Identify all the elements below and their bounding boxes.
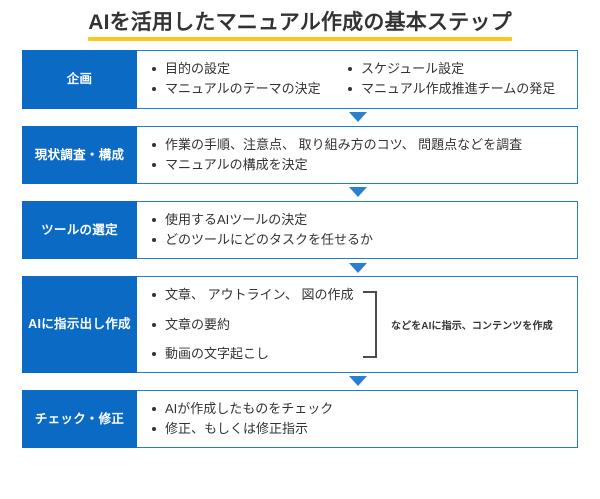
step-label-ai-instruction: AIに指示出し 作成	[22, 276, 137, 373]
list-item: AIが作成したものをチェック	[151, 399, 567, 419]
bracket-list-wrap: 文章、 アウトライン、 図の作成 文章の要約 動画の文字起こし	[151, 285, 361, 364]
list-item: 作業の手順、注意点、 取り組み方のコツ、 問題点などを調査	[151, 135, 567, 155]
flow-step-research: 現状調査・構成 作業の手順、注意点、 取り組み方のコツ、 問題点などを調査 マニ…	[22, 125, 578, 184]
connector-zone	[137, 376, 578, 387]
triangle-down-icon	[348, 112, 367, 123]
triangle-down-icon	[348, 376, 367, 387]
step-body-check-revise: AIが作成したものをチェック 修正、もしくは修正指示	[137, 389, 578, 448]
list-item: 目的の設定	[151, 59, 347, 79]
process-flow-diagram: 企画 目的の設定 マニュアルのテーマの決定 スケジュール設定 マニュアル作成推進…	[22, 50, 578, 448]
bullet-list: AIが作成したものをチェック 修正、もしくは修正指示	[151, 399, 567, 439]
step-body-planning: 目的の設定 マニュアルのテーマの決定 スケジュール設定 マニュアル作成推進チーム…	[137, 50, 578, 109]
step-body-research: 作業の手順、注意点、 取り組み方のコツ、 問題点などを調査 マニュアルの構成を決…	[137, 125, 578, 184]
flow-connector-4	[22, 373, 578, 390]
bracket-annotation: などをAIに指示、コンテンツを作成	[391, 320, 553, 332]
step-label-tool-selection: ツールの選定	[22, 200, 137, 260]
flow-step-tool-selection: ツールの選定 使用するAIツールの決定 どのツールにどのタスクを任せるか	[22, 200, 578, 260]
step-body-ai-instruction: 文章、 アウトライン、 図の作成 文章の要約 動画の文字起こし などをAIに指示…	[137, 276, 578, 373]
list-item: 文章の要約	[151, 315, 361, 335]
bullet-columns: 目的の設定 マニュアルのテーマの決定 スケジュール設定 マニュアル作成推進チーム…	[151, 59, 567, 99]
bullet-list: 作業の手順、注意点、 取り組み方のコツ、 問題点などを調査 マニュアルの構成を決…	[151, 135, 567, 175]
flow-step-check-revise: チェック・修正 AIが作成したものをチェック 修正、もしくは修正指示	[22, 389, 578, 448]
bullet-list: 目的の設定 マニュアルのテーマの決定	[151, 59, 347, 99]
title-underline	[88, 37, 512, 42]
list-item: 動画の文字起こし	[151, 344, 361, 364]
list-item: 修正、もしくは修正指示	[151, 419, 567, 439]
flow-connector-1	[22, 109, 578, 126]
bullet-list: スケジュール設定 マニュアル作成推進チームの発足	[347, 59, 555, 99]
flow-connector-2	[22, 184, 578, 201]
step-body-tool-selection: 使用するAIツールの決定 どのツールにどのタスクを任せるか	[137, 200, 578, 260]
bullet-column-left: 目的の設定 マニュアルのテーマの決定	[151, 59, 347, 99]
flow-step-planning: 企画 目的の設定 マニュアルのテーマの決定 スケジュール設定 マニュアル作成推進…	[22, 50, 578, 109]
bracket-group: 文章、 アウトライン、 図の作成 文章の要約 動画の文字起こし などをAIに指示…	[151, 285, 567, 364]
bullet-list: 使用するAIツールの決定 どのツールにどのタスクを任せるか	[151, 210, 567, 250]
connector-zone	[137, 187, 578, 198]
page-title-wrap: AIを活用したマニュアル作成の基本ステップ	[0, 0, 600, 44]
bullet-column-right: スケジュール設定 マニュアル作成推進チームの発足	[347, 59, 555, 99]
triangle-down-icon	[348, 187, 367, 198]
list-item: マニュアルのテーマの決定	[151, 79, 347, 99]
step-label-planning: 企画	[22, 50, 137, 109]
step-label-line-2: 作成	[105, 317, 131, 332]
flow-step-ai-instruction: AIに指示出し 作成 文章、 アウトライン、 図の作成 文章の要約 動画の文字起…	[22, 276, 578, 373]
curly-bracket-icon	[363, 291, 377, 358]
connector-zone	[137, 112, 578, 123]
step-label-line-1: AIに指示出し	[28, 317, 106, 332]
page-title: AIを活用したマニュアル作成の基本ステップ	[86, 10, 514, 44]
step-label-check-revise: チェック・修正	[22, 389, 137, 448]
page-title-text: AIを活用したマニュアル作成の基本ステップ	[88, 11, 512, 34]
connector-zone	[137, 262, 578, 273]
list-item: スケジュール設定	[347, 59, 555, 79]
step-label-research: 現状調査・構成	[22, 125, 137, 184]
list-item: マニュアル作成推進チームの発足	[347, 79, 555, 99]
triangle-down-icon	[348, 262, 367, 273]
list-item: マニュアルの構成を決定	[151, 155, 567, 175]
list-item: 使用するAIツールの決定	[151, 210, 567, 230]
flow-connector-3	[22, 259, 578, 276]
list-item: 文章、 アウトライン、 図の作成	[151, 285, 361, 305]
bullet-list: 文章、 アウトライン、 図の作成 文章の要約 動画の文字起こし	[151, 285, 361, 364]
list-item: どのツールにどのタスクを任せるか	[151, 230, 567, 250]
